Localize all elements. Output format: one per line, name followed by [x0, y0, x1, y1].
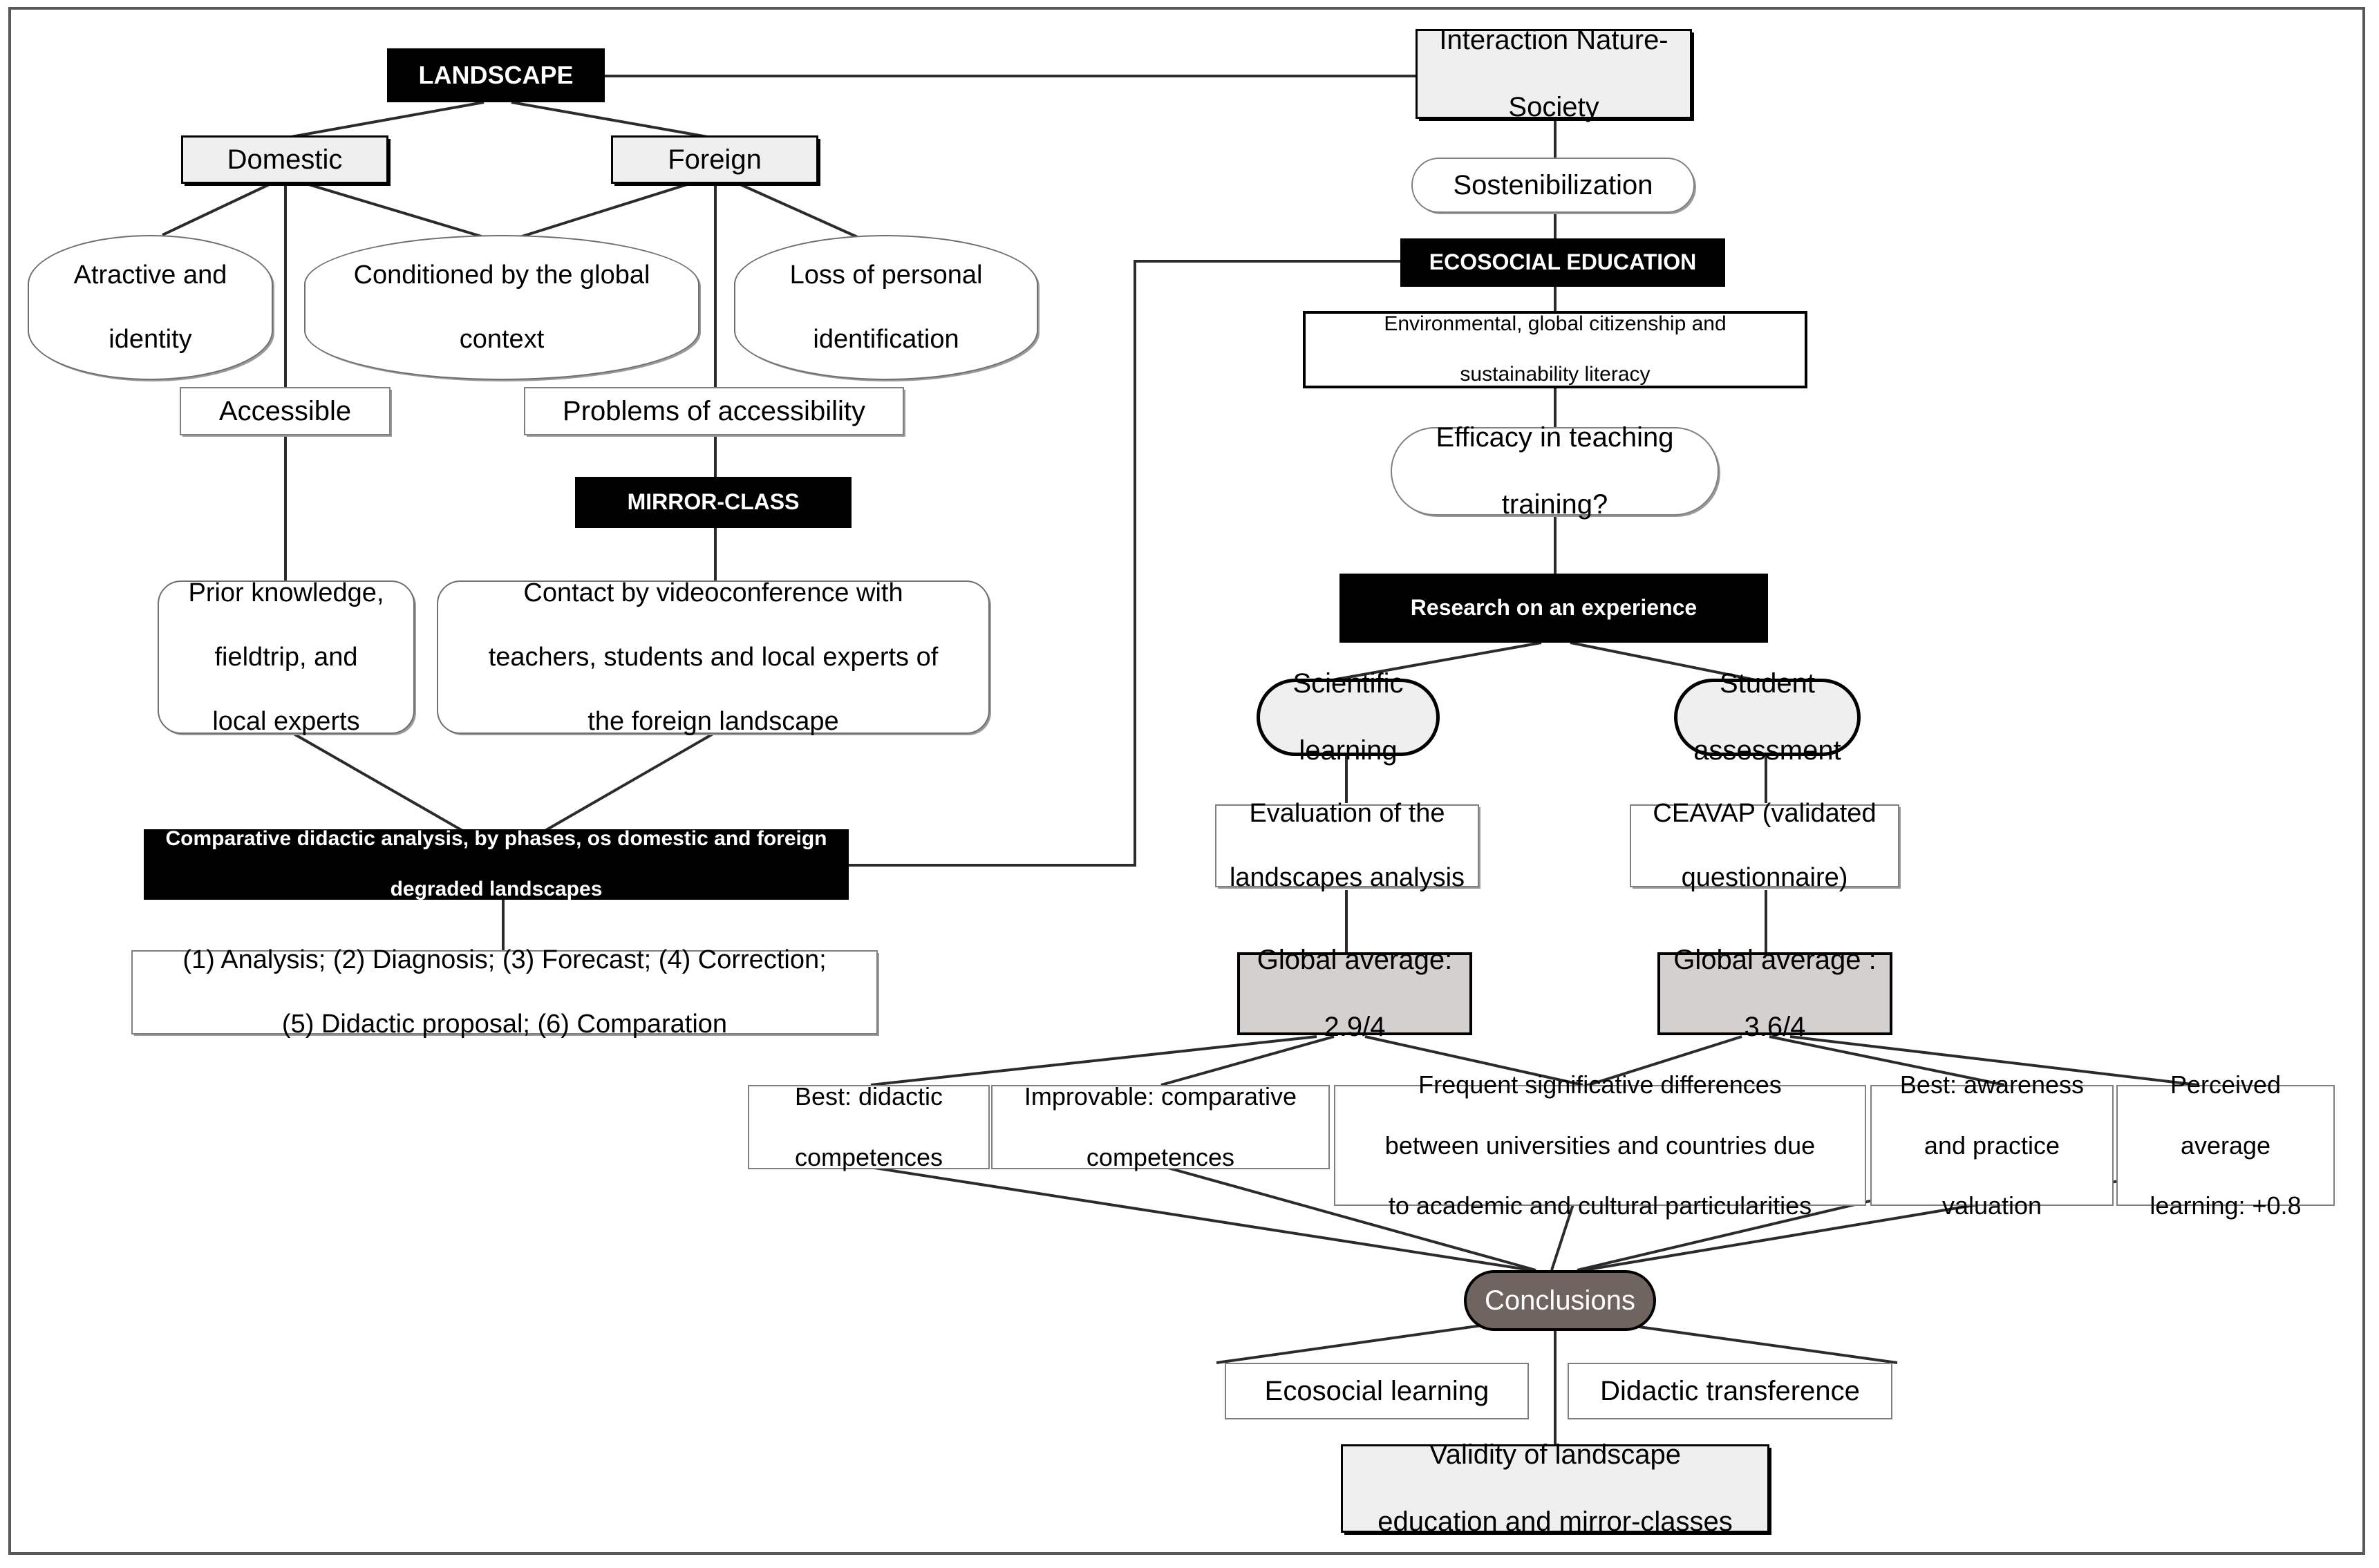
node-comparative-didactic-analysis[interactable]: Comparative didactic analysis, by phases…	[144, 827, 849, 900]
node-didactic-transference[interactable]: Didactic transference	[1568, 1363, 1892, 1419]
node-global-average-assessment[interactable]: Global average :3.6/4	[1657, 945, 1892, 1042]
node-phases-list[interactable]: (1) Analysis; (2) Diagnosis; (3) Forecas…	[131, 945, 878, 1039]
node-ecosocial-education[interactable]: ECOSOCIAL EDUCATION	[1400, 238, 1725, 287]
node-accessible[interactable]: Accessible	[180, 387, 391, 435]
node-interaction-nature-society[interactable]: Interaction Nature-Society	[1416, 25, 1692, 122]
node-foreign[interactable]: Foreign	[611, 135, 818, 184]
node-sostenibilization[interactable]: Sostenibilization	[1411, 158, 1695, 213]
node-ecosocial-learning[interactable]: Ecosocial learning	[1225, 1363, 1529, 1419]
node-research-on-an-experience[interactable]: Research on an experience	[1339, 574, 1768, 643]
node-problems-of-accessibility[interactable]: Problems of accessibility	[524, 387, 904, 435]
node-global-average-scientific[interactable]: Global average:2.9/4	[1237, 945, 1472, 1042]
node-mirror-class[interactable]: MIRROR-CLASS	[575, 477, 852, 528]
diagram-frame	[8, 7, 2365, 1555]
node-landscape[interactable]: LANDSCAPE	[387, 48, 605, 102]
node-conclusions[interactable]: Conclusions	[1464, 1270, 1656, 1331]
node-domestic[interactable]: Domestic	[181, 135, 388, 184]
